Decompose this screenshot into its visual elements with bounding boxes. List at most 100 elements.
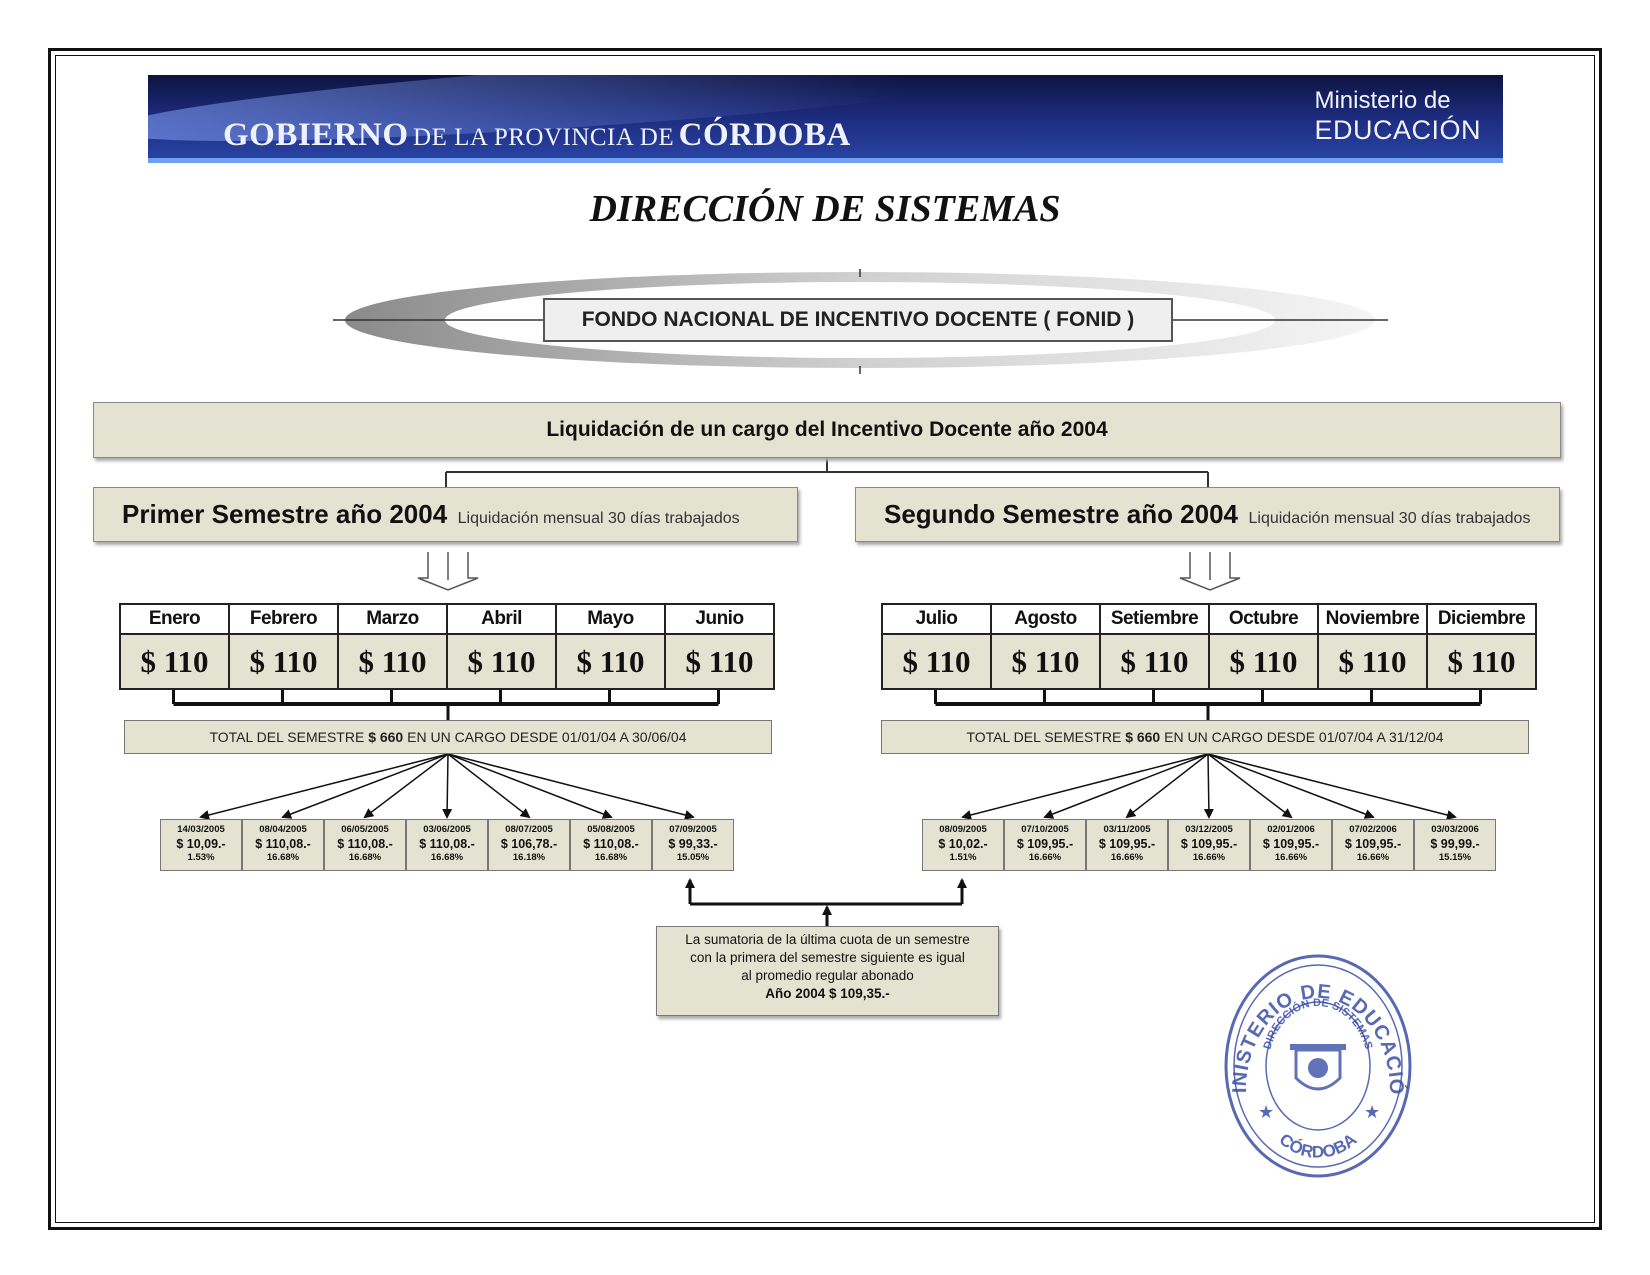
payment-pct: 16.66% [1192,852,1226,863]
payment-amount: $ 99,99.- [1430,837,1480,851]
payment-date: 07/09/2005 [669,824,717,835]
month-label: Mayo [555,603,666,635]
payment-pct: 1.53% [187,852,215,863]
total-pre: TOTAL DEL SEMESTRE [209,729,369,745]
payment-pct: 15.05% [676,852,710,863]
total-amount: $ 660 [1125,729,1161,745]
month-label: Setiembre [1099,603,1210,635]
liquidacion-header: Liquidación de un cargo del Incentivo Do… [93,402,1561,458]
payment-pct: 16.66% [1356,852,1390,863]
payment-date: 03/11/2005 [1103,824,1151,835]
payment-date: 07/02/2006 [1349,824,1397,835]
fan-arrow [442,753,453,819]
month-label: Agosto [990,603,1101,635]
payment-cell: 08/07/2005$ 106,78.-16.18% [488,819,570,871]
semester-2-payments: 08/09/2005$ 10,02.-1.51% 07/10/2005$ 109… [922,819,1496,871]
semester-2-months-table: Julio Agosto Setiembre Octubre Noviembre… [881,603,1537,690]
payment-amount: $ 10,02.- [938,837,988,851]
fan-arrow [281,753,449,819]
payment-pct: 15.15% [1438,852,1472,863]
payment-pct: 16.18% [512,852,546,863]
semester-2-total: TOTAL DEL SEMESTRE $ 660 EN UN CARGO DES… [881,720,1529,754]
month-label: Octubre [1208,603,1319,635]
payment-date: 06/05/2005 [341,824,389,835]
payment-cell: 07/09/2005$ 99,33.-15.05% [652,819,734,871]
banner-underline [148,158,1503,163]
semester-2-title: Segundo Semestre año 2004 [884,499,1239,529]
fan-arrow [199,753,449,820]
month-value: $ 110 [555,633,666,690]
ministerio-line2: EDUCACIÓN [1314,115,1481,145]
payment-date: 08/09/2005 [939,824,987,835]
banner-cordoba: CÓRDOBA [678,117,851,153]
month-value: $ 110 [881,633,992,690]
month-label: Marzo [337,603,448,635]
fan-arrow [1203,753,1214,819]
payment-cell: 03/03/2006 $ 99,99.-15.15% [1414,819,1496,871]
fan-arrow [447,753,531,819]
payment-amount: $ 109,95.- [1098,837,1156,851]
note-bracket [685,878,967,926]
note-box: La sumatoria de la última cuota de un se… [656,926,999,1016]
fan-arrow [961,753,1209,820]
stamp-bottom-textpath: CÓRDOBA [1276,1130,1361,1162]
payment-amount: $ 110,08.- [255,837,311,851]
month-value: $ 110 [664,633,775,690]
payment-date: 07/10/2005 [1021,824,1069,835]
month-value: $ 110 [119,633,230,690]
banner-provincia: DE LA PROVINCIA DE [413,124,675,151]
payment-cell: 08/04/2005$ 110,08.-16.68% [242,819,324,871]
total-amount: $ 660 [368,729,404,745]
payment-date: 02/01/2006 [1267,824,1315,835]
semester-1-header: Primer Semestre año 2004 Liquidación men… [93,487,798,542]
note-line: con la primera del semestre siguiente es… [690,950,965,965]
banner-gobierno: GOBIERNO [223,117,409,153]
official-stamp: MINISTERIO DE EDUCACIÓN DIRECCIÓN DE SIS… [1218,950,1412,1178]
month-value: $ 110 [337,633,448,690]
payment-pct: 16.68% [348,852,382,863]
month-label: Junio [664,603,775,635]
payment-date: 03/03/2006 [1431,824,1479,835]
page-frame-outer [48,48,1602,1230]
month-value: $ 110 [228,633,339,690]
fan-arrow [447,753,695,820]
header-banner: GOBIERNO DE LA PROVINCIA DE CÓRDOBA Mini… [148,75,1503,163]
month-label: Febrero [228,603,339,635]
payment-date: 03/06/2005 [423,824,471,835]
fan-arrow [1043,753,1209,819]
page-title: DIRECCIÓN DE SISTEMAS [589,188,1061,230]
payment-cell: 06/05/2005$ 110,08.-16.68% [324,819,406,871]
payment-amount: $ 10,09.- [176,837,226,851]
fan-arrow [1125,753,1209,819]
month-label: Diciembre [1426,603,1537,635]
payment-date: 14/03/2005 [177,824,225,835]
semester-1-total: TOTAL DEL SEMESTRE $ 660 EN UN CARGO DES… [124,720,772,754]
month-label: Abril [446,603,557,635]
stamp-shield-icon [1290,1044,1346,1091]
total-post: EN UN CARGO DESDE 01/01/04 A 30/06/04 [403,729,687,745]
payment-cell: 03/12/2005$ 109,95.-16.66% [1168,819,1250,871]
fonid-title-box: FONDO NACIONAL DE INCENTIVO DOCENTE ( FO… [543,298,1173,342]
semester-2-header: Segundo Semestre año 2004 Liquidación me… [855,487,1560,542]
payment-pct: 16.68% [430,852,464,863]
payment-date: 05/08/2005 [587,824,635,835]
semester-1-months-table: Enero Febrero Marzo Abril Mayo Junio $ 1… [119,603,775,690]
fan-arrow [1207,753,1457,820]
payment-pct: 16.66% [1274,852,1308,863]
down-arrows [417,552,1241,591]
payment-cell: 14/03/2005 $ 10,09.-1.53% [160,819,242,871]
semester-1-subtitle: Liquidación mensual 30 días trabajados [457,510,740,527]
fan-arrow [1207,753,1375,819]
month-value: $ 110 [990,633,1101,690]
payment-pct: 16.68% [594,852,628,863]
payment-cell: 05/08/2005$ 110,08.-16.68% [570,819,652,871]
payment-amount: $ 110,08.- [419,837,475,851]
month-label: Noviembre [1317,603,1428,635]
page-frame-inner [55,55,1595,1223]
month-brackets [172,688,1482,720]
payment-cell: 07/10/2005$ 109,95.-16.66% [1004,819,1086,871]
payment-date: 03/12/2005 [1185,824,1233,835]
payment-pct: 1.51% [949,852,977,863]
payment-cell: 07/02/2006$ 109,95.-16.66% [1332,819,1414,871]
payment-pct: 16.66% [1028,852,1062,863]
